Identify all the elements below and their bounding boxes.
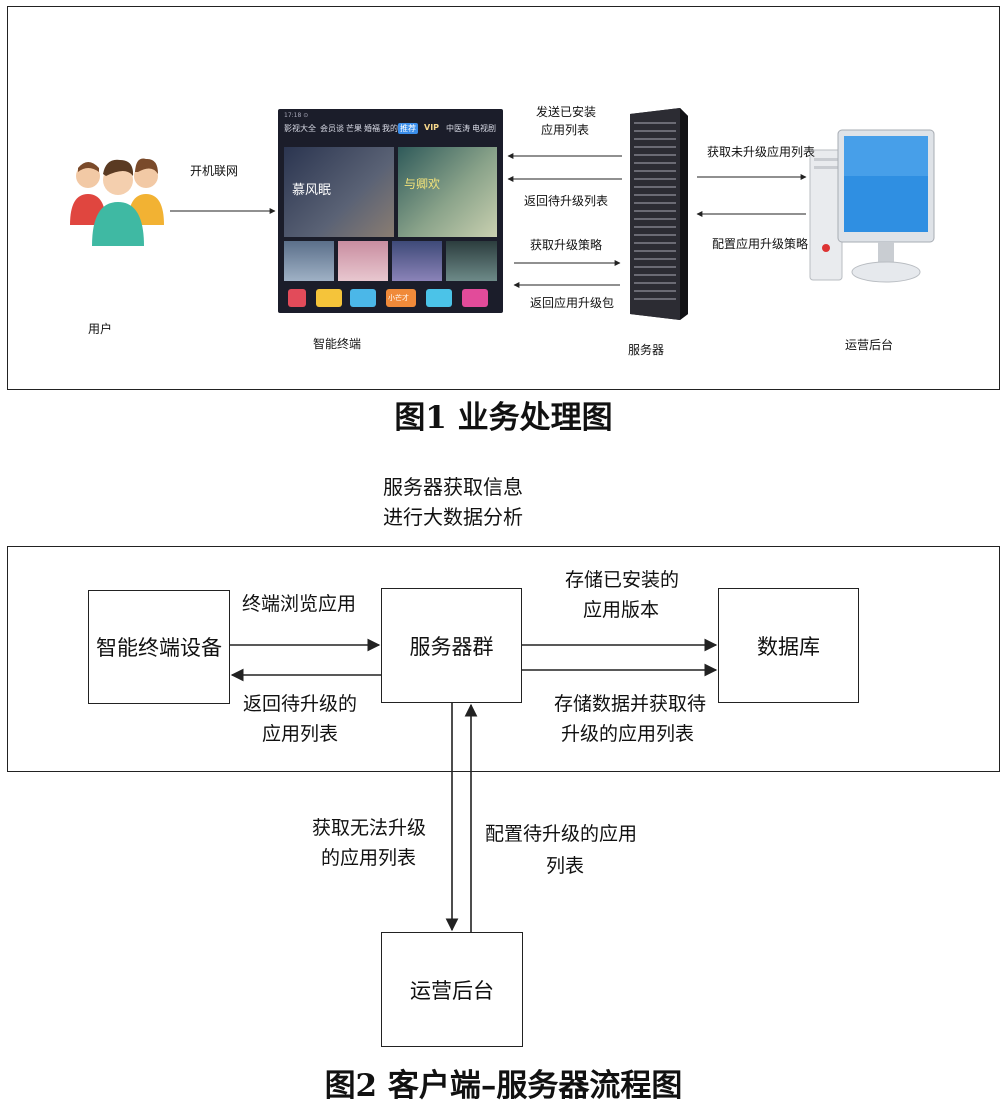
ops-box-label: 运营后台 [410, 978, 494, 1003]
server-group-box: 服务器群 [381, 588, 522, 703]
database-label: 数据库 [757, 634, 820, 659]
tv-banner-left [284, 147, 394, 237]
tv-tab: 影视大全 [284, 124, 316, 133]
tv-tab: 中医涛 [446, 124, 470, 133]
return-upgrade-list-label: 返回待升级列表 [524, 194, 609, 208]
figure1-frame [7, 6, 1000, 390]
tv-tab: 会员谈 [320, 124, 344, 133]
store-fetch-label-line1: 存储数据并获取待 [554, 693, 707, 715]
user-label: 用户 [88, 322, 113, 336]
tv-thumb [446, 241, 497, 281]
store-installed-label-line2: 应用版本 [583, 599, 660, 621]
store-fetch-label-line2: 升级的应用列表 [561, 723, 695, 745]
tv-app-tile [350, 289, 376, 307]
server-group-label: 服务器群 [409, 634, 494, 659]
top-note-line1: 服务器获取信息 [383, 475, 523, 499]
browse-label: 终端浏览应用 [242, 593, 357, 615]
get-upgrade-policy-label: 获取升级策略 [530, 238, 603, 252]
tv-tab: 芒果 [346, 124, 362, 133]
return-list-label-line2: 应用列表 [262, 723, 339, 745]
tv-banner-right-title: 与卿欢 [404, 177, 441, 191]
tv-tab: 婚福 [364, 124, 380, 133]
figure2-caption: 图2 客户端–服务器流程图 [324, 1068, 683, 1104]
tv-tab-active: 推荐 [398, 123, 418, 134]
top-note-line2: 进行大数据分析 [383, 505, 523, 529]
boot-network-label: 开机联网 [190, 164, 239, 178]
figure1-caption: 图1 业务处理图 [394, 400, 613, 436]
server-rack-icon [630, 108, 688, 320]
tv-banner-right [398, 147, 497, 237]
tv-thumb [338, 241, 388, 281]
computer-icon [809, 129, 935, 283]
smart-tv-screen: 17:18 ⊙ 影视大全 会员谈 芒果 婚福 我的 推荐 VIP 中医涛 电视剧… [278, 109, 503, 313]
device-label: 智能终端设备 [96, 636, 222, 660]
tv-banner-left-title: 慕风眠 [292, 183, 332, 198]
fetch-failed-label-line1: 获取无法升级 [312, 817, 427, 839]
config-policy-label: 配置应用升级策略 [712, 237, 809, 251]
config-list-label-line1: 配置待升级的应用 [485, 823, 638, 845]
tv-app-tile-text: 小芒才 [388, 294, 409, 302]
config-list-label-line2: 列表 [546, 855, 585, 877]
ops-label: 运营后台 [845, 338, 894, 352]
tv-app-tile [386, 289, 416, 307]
tv-tab: VIP [424, 123, 440, 132]
database-box: 数据库 [718, 588, 859, 703]
store-installed-label-line1: 存储已安装的 [565, 569, 680, 591]
tv-app-tile [316, 289, 342, 307]
figure2-frame [7, 546, 1000, 772]
device-box: 智能终端设备 [88, 590, 230, 704]
users-icon [70, 158, 164, 246]
send-installed-label-line2: 应用列表 [541, 123, 590, 137]
fetch-failed-label-line2: 的应用列表 [321, 847, 417, 869]
tv-status: 17:18 ⊙ [284, 112, 309, 119]
tv-app-tile [288, 289, 306, 307]
tv-thumb [284, 241, 334, 281]
tv-thumb [392, 241, 442, 281]
server-label: 服务器 [628, 343, 665, 357]
terminal-label: 智能终端 [313, 337, 362, 351]
tv-app-tile [426, 289, 452, 307]
get-not-upgraded-label: 获取未升级应用列表 [707, 145, 816, 159]
tv-tab: 我的 [382, 124, 398, 133]
tv-tab: 电视剧 [472, 124, 496, 133]
return-package-label: 返回应用升级包 [530, 296, 615, 310]
send-installed-label-line1: 发送已安装 [536, 105, 597, 119]
return-list-label-line1: 返回待升级的 [243, 693, 358, 715]
ops-box: 运营后台 [381, 932, 523, 1047]
tv-app-tile [462, 289, 488, 307]
